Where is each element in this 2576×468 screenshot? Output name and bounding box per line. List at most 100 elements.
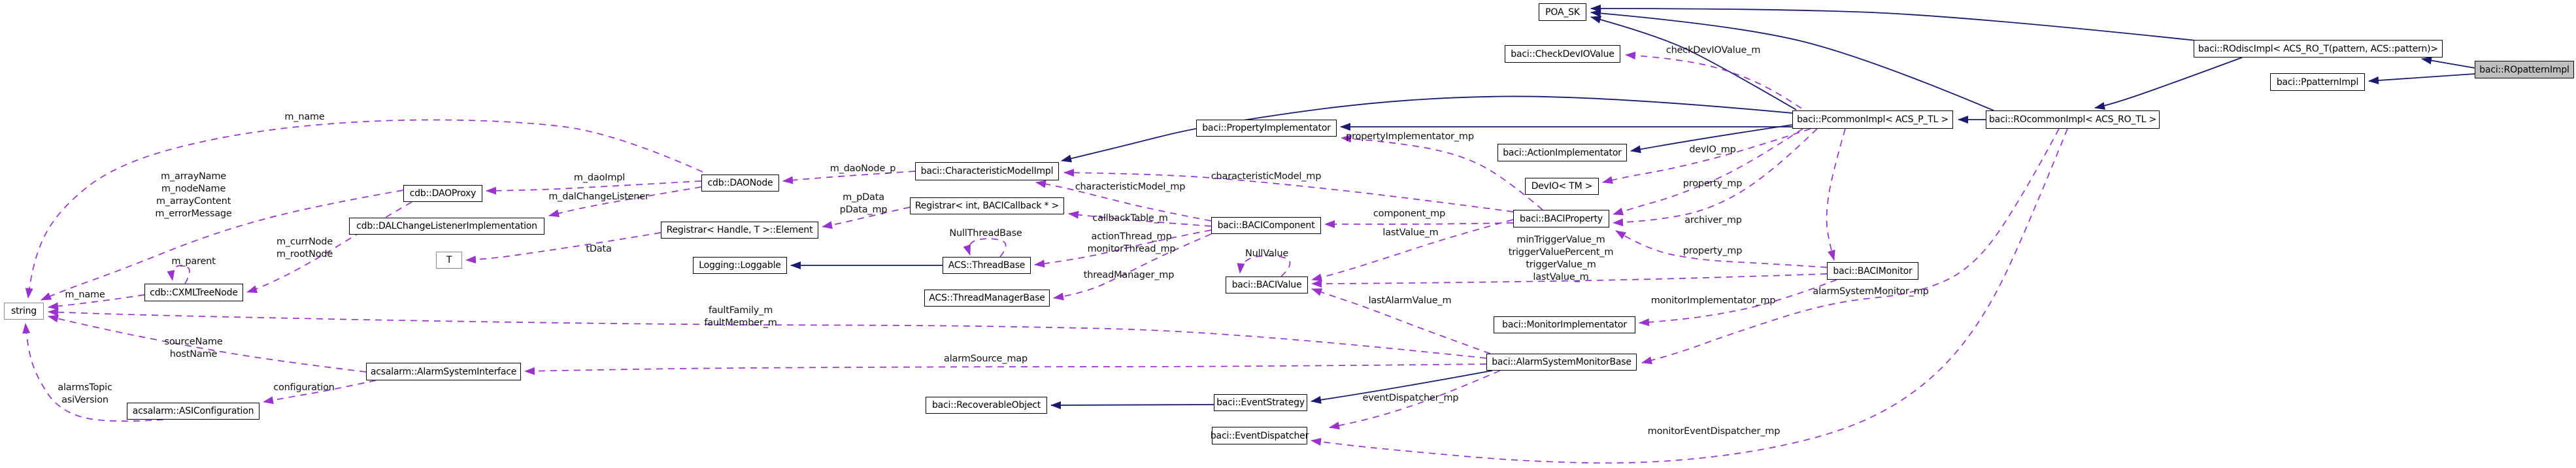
class-node-asi-configuration[interactable]: acsalarm::ASIConfiguration bbox=[127, 403, 259, 420]
class-node-event-strategy[interactable]: baci::EventStrategy bbox=[1214, 394, 1307, 411]
edge-label-charmodel-mp-1: characteristicModel_mp bbox=[1075, 182, 1186, 192]
class-node-registrar-int[interactable]: Registrar< int, BACICallback * > bbox=[910, 197, 1064, 214]
edge-pcommonimpl-to-bacimonitor bbox=[1826, 128, 1846, 261]
class-node-bacicomponent[interactable]: baci::BACIComponent bbox=[1211, 217, 1321, 234]
edge-label-nullthreadbase: NullThreadBase bbox=[949, 228, 1022, 239]
edge-label-property-mp-1: property_mp bbox=[1682, 178, 1743, 189]
class-node-property-implementator[interactable]: baci::PropertyImplementator bbox=[1196, 120, 1337, 137]
edge-label-monitoreventdispatcher-mp: monitorEventDispatcher_mp bbox=[1647, 426, 1781, 437]
class-node-recoverable-object[interactable]: baci::RecoverableObject bbox=[926, 397, 1047, 414]
class-node-threadmanagerbase[interactable]: ACS::ThreadManagerBase bbox=[924, 290, 1050, 307]
edge-label-m-parent: m_parent bbox=[171, 256, 216, 267]
edge-ropatternimpl-to-ppatternimpl bbox=[2368, 73, 2475, 84]
edge-label-alarmsource-map: alarmSource_map bbox=[944, 354, 1028, 364]
edge-pcommonimpl-to-devio bbox=[1602, 128, 1811, 184]
class-node-loggable[interactable]: Logging::Loggable bbox=[693, 257, 787, 274]
class-node-poa-sk[interactable]: POA_SK bbox=[1539, 3, 1586, 21]
edge-label-property-mp-2: property_mp bbox=[1682, 246, 1743, 256]
edge-label-m-name-top: m_name bbox=[284, 112, 325, 122]
class-node-pcommonimpl[interactable]: baci::PcommonImpl< ACS_P_TL > bbox=[1792, 110, 1953, 129]
edge-label-actionthread: actionThread_mp monitorThread_mp bbox=[1087, 231, 1176, 254]
edge-label-archiver-mp: archiver_mp bbox=[1684, 215, 1742, 226]
edge-baciproperty-to-bacicomponent bbox=[1324, 220, 1514, 228]
edge-label-daoproxy-strings: m_arrayName m_nodeName m_arrayContent m_… bbox=[155, 171, 232, 219]
edge-label-m-name-tree: m_name bbox=[65, 290, 105, 300]
class-node-devio[interactable]: DevIO< TM > bbox=[1525, 178, 1599, 195]
edge-alarm-system-monitor-base-to-event-dispatcher bbox=[1329, 370, 1501, 430]
edge-daoproxy-to-string bbox=[41, 190, 404, 301]
edge-baciproperty-to-property-implementator bbox=[1341, 135, 1543, 210]
edge-cxmltreenode-to-cxmltreenode bbox=[167, 265, 190, 284]
class-node-t[interactable]: T bbox=[436, 252, 462, 269]
edge-label-m-dalchangelistener: m_dalChangeListener bbox=[548, 192, 649, 202]
edge-bacicomponent-to-threadbase bbox=[1034, 229, 1212, 268]
edge-rocommonimpl-to-event-dispatcher bbox=[1311, 128, 2068, 464]
class-node-daonode[interactable]: cdb::DAONode bbox=[701, 175, 779, 192]
class-node-rocommonimpl[interactable]: baci::ROcommonImpl< ACS_RO_TL > bbox=[1986, 110, 2160, 129]
edge-label-m-daoimpl: m_daoImpl bbox=[573, 173, 626, 183]
edge-alarm-system-interface-to-string bbox=[48, 314, 367, 373]
edge-daonode-to-string bbox=[25, 119, 703, 299]
class-node-bacivalue[interactable]: baci::BACIValue bbox=[1226, 276, 1308, 293]
class-node-bacimonitor[interactable]: baci::BACIMonitor bbox=[1827, 262, 1918, 280]
edge-label-checkdeviovalue-m: checkDevIOValue_m bbox=[1665, 45, 1761, 56]
edge-bacicomponent-to-threadmanagerbase bbox=[1053, 233, 1212, 301]
class-node-ppatternimpl[interactable]: baci::PpatternImpl bbox=[2270, 73, 2365, 91]
edge-daonode-to-dal-change-listener bbox=[548, 186, 702, 218]
edge-label-monitorimplementator-mp: monitorImplementator_mp bbox=[1650, 295, 1776, 306]
class-node-rodiscimpl[interactable]: baci::ROdiscImpl< ACS_RO_T(pattern, ACS:… bbox=[2194, 40, 2443, 58]
edge-label-eventdispatcher-mp: eventDispatcher_mp bbox=[1362, 393, 1459, 403]
edge-label-configuration: configuration bbox=[273, 382, 335, 393]
edge-label-lastvalue-m: lastValue_m bbox=[1382, 227, 1439, 238]
class-node-daoproxy[interactable]: cdb::DAOProxy bbox=[403, 185, 482, 202]
class-node-cxmltreenode[interactable]: cdb::CXMLTreeNode bbox=[144, 284, 243, 301]
edge-label-m-pdata: m_pData pData_mp bbox=[839, 192, 888, 215]
edge-label-trigger-block: minTriggerValue_m triggerValuePercent_m … bbox=[1508, 235, 1614, 282]
class-node-dal-change-listener[interactable]: cdb::DALChangeListenerImplementation bbox=[349, 218, 544, 235]
class-node-action-implementator[interactable]: baci::ActionImplementator bbox=[1497, 144, 1627, 161]
class-node-alarm-system-interface[interactable]: acsalarm::AlarmSystemInterface bbox=[366, 363, 521, 380]
edge-cxmltreenode-to-string bbox=[48, 294, 145, 310]
edge-label-m-daonode-p: m_daoNode_p bbox=[829, 163, 896, 174]
class-node-threadbase[interactable]: ACS::ThreadBase bbox=[943, 257, 1031, 274]
edge-pcommonimpl-to-baciproperty bbox=[1613, 128, 1818, 227]
edge-label-component-mp: component_mp bbox=[1373, 209, 1446, 219]
edge-label-tdata: tData bbox=[586, 244, 612, 254]
class-node-baciproperty[interactable]: baci::BACIProperty bbox=[1513, 210, 1609, 227]
edge-ropatternimpl-to-rodiscimpl bbox=[2421, 56, 2475, 69]
edge-label-devio-mp: devIO_mp bbox=[1689, 144, 1736, 155]
edge-bacivalue-to-bacivalue bbox=[1237, 255, 1291, 277]
edge-alarm-system-monitor-base-to-string bbox=[48, 308, 1487, 359]
edge-label-charmodel-mp-2: characteristicModel_mp bbox=[1211, 171, 1322, 182]
edge-registrar-element-to-t bbox=[465, 232, 661, 264]
edge-alarm-system-monitor-base-to-event-strategy bbox=[1311, 370, 1493, 404]
edge-label-lastalarmvalue-m: lastAlarmValue_m bbox=[1368, 295, 1452, 306]
edge-label-m-currnode: m_currNode m_rootNode bbox=[276, 237, 333, 259]
class-node-check-devio-value[interactable]: baci::CheckDevIOValue bbox=[1505, 45, 1620, 63]
class-node-registrar-element[interactable]: Registrar< Handle, T >::Element bbox=[661, 222, 818, 239]
class-node-string[interactable]: string bbox=[4, 303, 44, 320]
class-node-event-dispatcher[interactable]: baci::EventDispatcher bbox=[1211, 427, 1309, 444]
edge-daonode-to-daoproxy bbox=[486, 180, 702, 195]
class-node-characteristic-model-impl[interactable]: baci::CharacteristicModelImpl bbox=[915, 162, 1059, 180]
edge-threadbase-to-threadbase bbox=[963, 238, 1007, 258]
edge-pcommonimpl-to-poa-sk bbox=[1590, 16, 1797, 110]
edge-bacimonitor-to-baciproperty bbox=[1615, 230, 1828, 268]
class-node-ropatternimpl[interactable]: baci::ROpatternImpl bbox=[2475, 61, 2574, 78]
class-node-monitor-implementator[interactable]: baci::MonitorImplementator bbox=[1494, 316, 1635, 333]
edge-alarm-system-monitor-base-to-alarm-system-interface bbox=[524, 363, 1487, 375]
edge-alarm-system-interface-to-asi-configuration bbox=[263, 380, 376, 405]
edge-label-callbacktable-m: callbackTable_m bbox=[1092, 213, 1168, 224]
edge-label-faultfamily: faultFamily_m faultMember_m bbox=[704, 305, 777, 328]
edge-label-sourcename: sourceName hostName bbox=[164, 337, 223, 359]
class-node-alarm-system-monitor-base[interactable]: baci::AlarmSystemMonitorBase bbox=[1486, 354, 1637, 371]
edge-bacimonitor-to-bacivalue bbox=[1311, 273, 1828, 288]
edge-baciproperty-to-bacivalue bbox=[1311, 219, 1514, 282]
edge-label-nullvalue: NullValue bbox=[1245, 248, 1289, 259]
edge-label-propertyimplementator-mp: propertyImplementator_mp bbox=[1346, 131, 1474, 142]
edge-alarm-system-monitor-base-to-bacivalue bbox=[1311, 288, 1491, 354]
edge-asi-configuration-to-string bbox=[22, 323, 164, 422]
edge-pcommonimpl-to-baciproperty bbox=[1613, 128, 1803, 216]
